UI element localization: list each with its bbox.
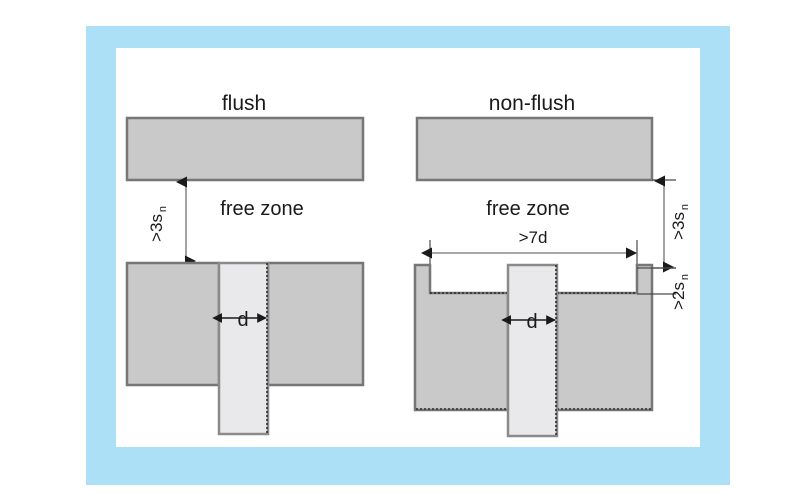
nonflush-recess-width-label: >7d [519,228,548,247]
flush-gap-label: >3s n [147,206,169,242]
panel-non-flush: non-flush free zone >3s n >7d [413,92,691,438]
panel-flush-title: flush [222,92,266,115]
panel-flush: flush >3s n free zone d [125,92,365,436]
nonflush-d-label: d [526,311,537,333]
flush-body-left [125,261,221,387]
nonflush-recess-depth-label: >2s n [669,274,691,310]
svg-text:n: n [679,204,691,210]
nonflush-gap-label: >3s n [669,204,691,240]
svg-text:>3s: >3s [669,212,688,240]
nonflush-recess-depth-dimension [637,267,676,295]
svg-text:>2s: >2s [669,282,688,310]
svg-text:n: n [679,274,691,280]
panel-non-flush-title: non-flush [489,92,575,115]
flush-sensor-shaft [217,261,270,436]
svg-text:n: n [157,206,169,212]
svg-text:>3s: >3s [147,214,166,242]
nonflush-sensor-shaft [506,263,559,438]
flush-upper-block [125,116,365,182]
flush-free-zone-label: free zone [220,198,303,220]
nonflush-free-zone-label: free zone [486,198,569,220]
flush-d-label: d [237,309,248,331]
nonflush-recess-width-dimension [420,240,638,266]
flush-body-right [266,261,365,387]
nonflush-upper-block [415,116,654,182]
blue-frame [86,26,730,485]
